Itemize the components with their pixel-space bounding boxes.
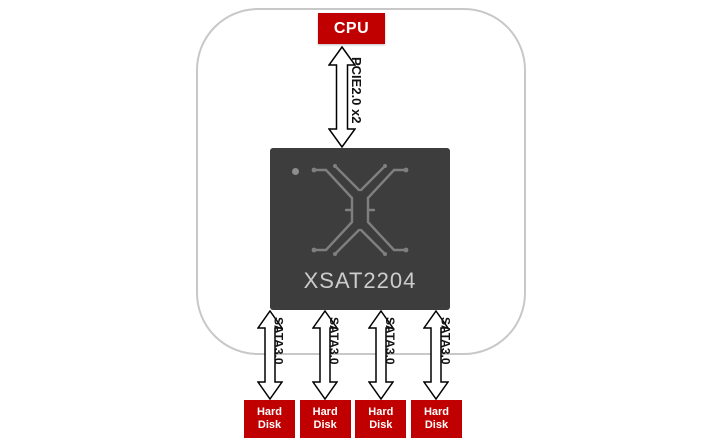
chip-block: XSAT2204 <box>270 148 450 310</box>
sata-port-1: SATA3.0 Hard Disk <box>244 310 295 438</box>
sata-port-row: SATA3.0 Hard Disk SATA3.0 Hard Disk SATA… <box>244 310 462 438</box>
cpu-block: CPU <box>318 13 385 44</box>
sata-arrow-wrap: SATA3.0 <box>411 310 462 400</box>
sata-arrow-icon <box>367 310 394 400</box>
hard-disk-block: Hard Disk <box>244 400 295 438</box>
cpu-label: CPU <box>333 19 370 37</box>
sata-port-3: SATA3.0 Hard Disk <box>355 310 407 438</box>
pcie-arrow-icon <box>328 46 356 148</box>
chip-artwork-icon <box>311 164 409 256</box>
hard-disk-block: Hard Disk <box>299 400 351 438</box>
chip-name-label: XSAT2204 <box>303 268 417 293</box>
sata-port-2: SATA3.0 Hard Disk <box>299 310 351 438</box>
sata-arrow-wrap: SATA3.0 <box>355 310 406 400</box>
pin1-dot-icon <box>292 168 299 175</box>
hard-disk-block: Hard Disk <box>410 400 462 438</box>
sata-arrow-icon <box>256 310 283 400</box>
sata-bus-label: SATA3.0 <box>271 317 286 365</box>
sata-arrow-icon <box>312 310 339 400</box>
sata-arrow-wrap: SATA3.0 <box>300 310 351 400</box>
sata-bus-label: SATA3.0 <box>438 317 453 365</box>
sata-arrow-wrap: SATA3.0 <box>244 310 295 400</box>
sata-arrow-icon <box>423 310 450 400</box>
sata-bus-label: SATA3.0 <box>327 317 342 365</box>
hard-disk-block: Hard Disk <box>355 400 407 438</box>
sata-port-4: SATA3.0 Hard Disk <box>410 310 462 438</box>
pcie-bus-label: PCIE2.0 x2 <box>349 57 364 124</box>
sata-bus-label: SATA3.0 <box>382 317 397 365</box>
